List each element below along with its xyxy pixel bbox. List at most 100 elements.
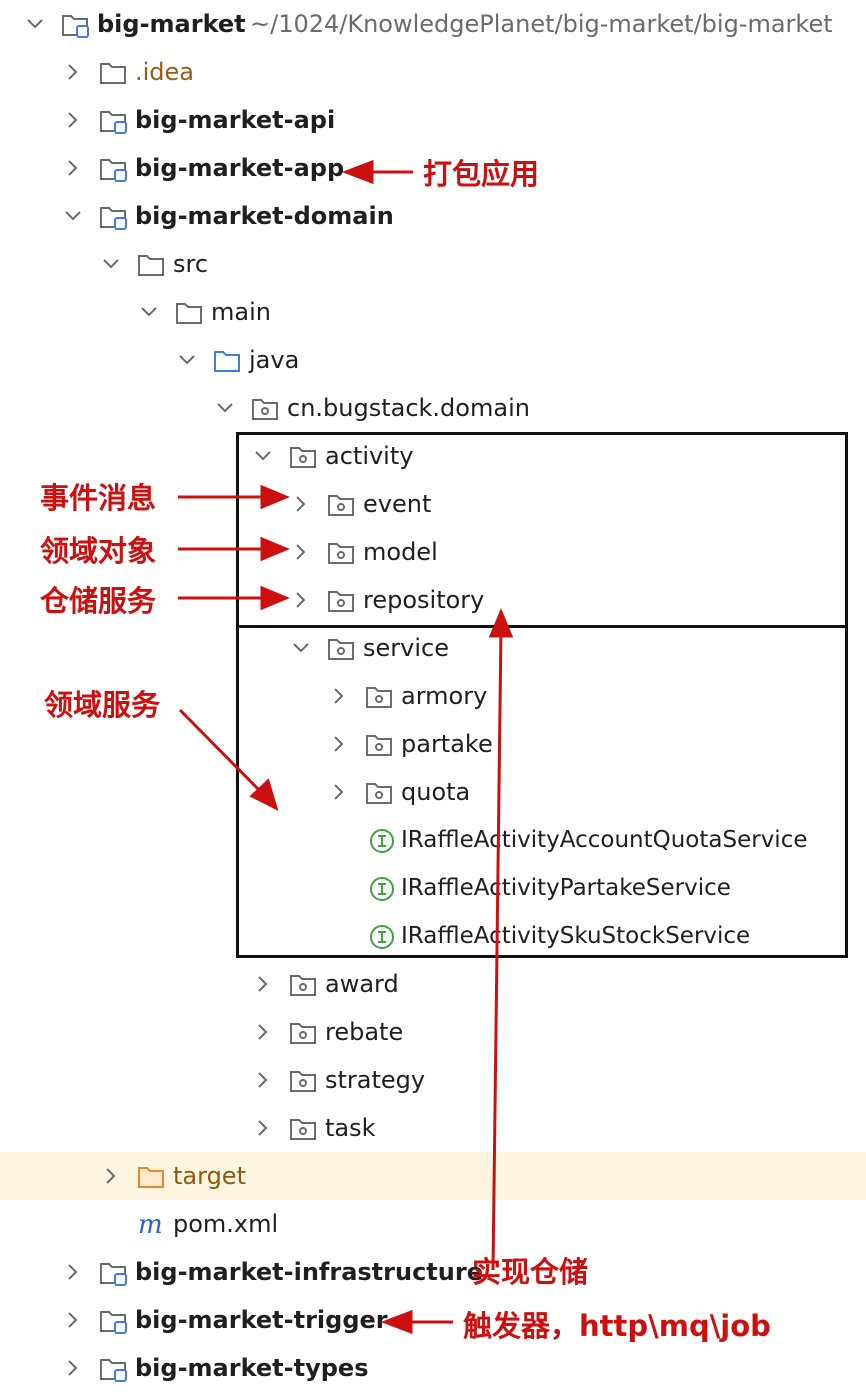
tree-row-activity[interactable]: activity [0, 432, 866, 480]
tree-label: quota [401, 778, 471, 806]
tree-row-target[interactable]: target [0, 1152, 866, 1200]
tree-row-big-market-app[interactable]: big-market-app [0, 144, 866, 192]
arrow-repository-head [260, 585, 290, 611]
chevron-down-icon[interactable] [290, 624, 314, 672]
tree-row-big-market-api[interactable]: big-market-api [0, 96, 866, 144]
chevron-right-icon[interactable] [62, 1296, 86, 1344]
tree-label: award [325, 970, 399, 998]
tree-row-big-market-trigger[interactable]: big-market-trigger [0, 1296, 866, 1344]
chevron-right-icon[interactable] [252, 1056, 276, 1104]
tree-label: big-market-api [135, 106, 336, 134]
folder-icon [174, 288, 204, 336]
chevron-down-icon[interactable] [138, 288, 162, 336]
package-icon [326, 480, 356, 528]
module-folder-icon [98, 192, 128, 240]
tree-row-model[interactable]: model [0, 528, 866, 576]
chevron-right-icon[interactable] [62, 1248, 86, 1296]
tree-label: big-market-types [135, 1354, 369, 1382]
chevron-right-icon[interactable] [62, 1344, 86, 1392]
chevron-right-icon[interactable] [328, 672, 352, 720]
tree-row-event[interactable]: event [0, 480, 866, 528]
chevron-right-icon[interactable] [62, 48, 86, 96]
chevron-right-icon[interactable] [252, 1008, 276, 1056]
interface-icon [367, 912, 397, 960]
tree-row-iraffle-account-quota[interactable]: IRaffleActivityAccountQuotaService [0, 816, 866, 864]
annotation-repository: 仓储服务 [40, 584, 157, 618]
module-folder-icon [60, 0, 90, 48]
annotation-event: 事件消息 [40, 481, 157, 515]
chevron-down-icon[interactable] [62, 192, 86, 240]
chevron-right-icon[interactable] [328, 720, 352, 768]
module-folder-icon [98, 1296, 128, 1344]
tree-row-iraffle-sku-stock[interactable]: IRaffleActivitySkuStockService [0, 912, 866, 960]
chevron-right-icon[interactable] [290, 480, 314, 528]
package-icon [288, 432, 318, 480]
tree-label: big-market-trigger [135, 1306, 388, 1334]
tree-row-award[interactable]: award [0, 960, 866, 1008]
arrow-service [178, 708, 264, 795]
tree-label: armory [401, 682, 488, 710]
folder-icon [98, 48, 128, 96]
tree-row-big-market[interactable]: big-market~/1024/KnowledgePlanet/big-mar… [0, 0, 866, 48]
activity-highlight-box [236, 432, 848, 958]
tree-row-main[interactable]: main [0, 288, 866, 336]
tree-row-iraffle-partake[interactable]: IRaffleActivityPartakeService [0, 864, 866, 912]
package-icon [364, 672, 394, 720]
tree-label: big-market-domain [135, 202, 394, 230]
package-icon [326, 624, 356, 672]
chevron-right-icon[interactable] [252, 960, 276, 1008]
chevron-down-icon[interactable] [176, 336, 200, 384]
module-folder-icon [98, 1248, 128, 1296]
tree-label: pom.xml [173, 1210, 279, 1238]
chevron-right-icon[interactable] [252, 1104, 276, 1152]
chevron-right-icon[interactable] [62, 96, 86, 144]
chevron-down-icon[interactable] [214, 384, 238, 432]
tree-row-strategy[interactable]: strategy [0, 1056, 866, 1104]
tree-row-big-market-types[interactable]: big-market-types [0, 1344, 866, 1392]
arrow-service-head [249, 778, 279, 811]
tree-row-idea[interactable]: .idea [0, 48, 866, 96]
tree-label: task [325, 1114, 376, 1142]
chevron-down-icon[interactable] [100, 240, 124, 288]
package-icon [326, 576, 356, 624]
annotation-service: 领域服务 [44, 688, 161, 722]
project-path: ~/1024/KnowledgePlanet/big-market/big-ma… [250, 10, 833, 38]
tree-row-service[interactable]: service [0, 624, 866, 672]
tree-row-big-market-infrastructure[interactable]: big-market-infrastructure [0, 1248, 866, 1296]
tree-row-quota[interactable]: quota [0, 768, 866, 816]
chevron-down-icon[interactable] [252, 432, 276, 480]
module-folder-icon [98, 144, 128, 192]
source-folder-icon [212, 336, 242, 384]
tree-label: IRaffleActivityAccountQuotaService [401, 827, 808, 853]
maven-icon: m [136, 1200, 166, 1248]
chevron-right-icon[interactable] [328, 768, 352, 816]
tree-label: activity [325, 442, 414, 470]
arrow-infrastructure-head [488, 608, 514, 638]
arrow-event-head [260, 484, 290, 510]
arrow-infrastructure [491, 627, 503, 1271]
chevron-right-icon[interactable] [62, 144, 86, 192]
tree-label: model [363, 538, 438, 566]
arrow-model-head [260, 536, 290, 562]
chevron-right-icon[interactable] [290, 528, 314, 576]
interface-icon [367, 816, 397, 864]
tree-row-partake[interactable]: partake [0, 720, 866, 768]
chevron-down-icon[interactable] [24, 0, 48, 48]
tree-row-task[interactable]: task [0, 1104, 866, 1152]
tree-row-java[interactable]: java [0, 336, 866, 384]
package-icon [288, 1056, 318, 1104]
tree-row-armory[interactable]: armory [0, 672, 866, 720]
tree-row-repository[interactable]: repository [0, 576, 866, 624]
tree-label: rebate [325, 1018, 404, 1046]
chevron-right-icon[interactable] [100, 1152, 124, 1200]
chevron-right-icon[interactable] [290, 576, 314, 624]
tree-row-big-market-domain[interactable]: big-market-domain [0, 192, 866, 240]
annotation-infrastructure: 实现仓储 [472, 1255, 589, 1289]
package-icon [364, 720, 394, 768]
tree-row-src[interactable]: src [0, 240, 866, 288]
tree-row-cn-bugstack-domain[interactable]: cn.bugstack.domain [0, 384, 866, 432]
tree-row-rebate[interactable]: rebate [0, 1008, 866, 1056]
